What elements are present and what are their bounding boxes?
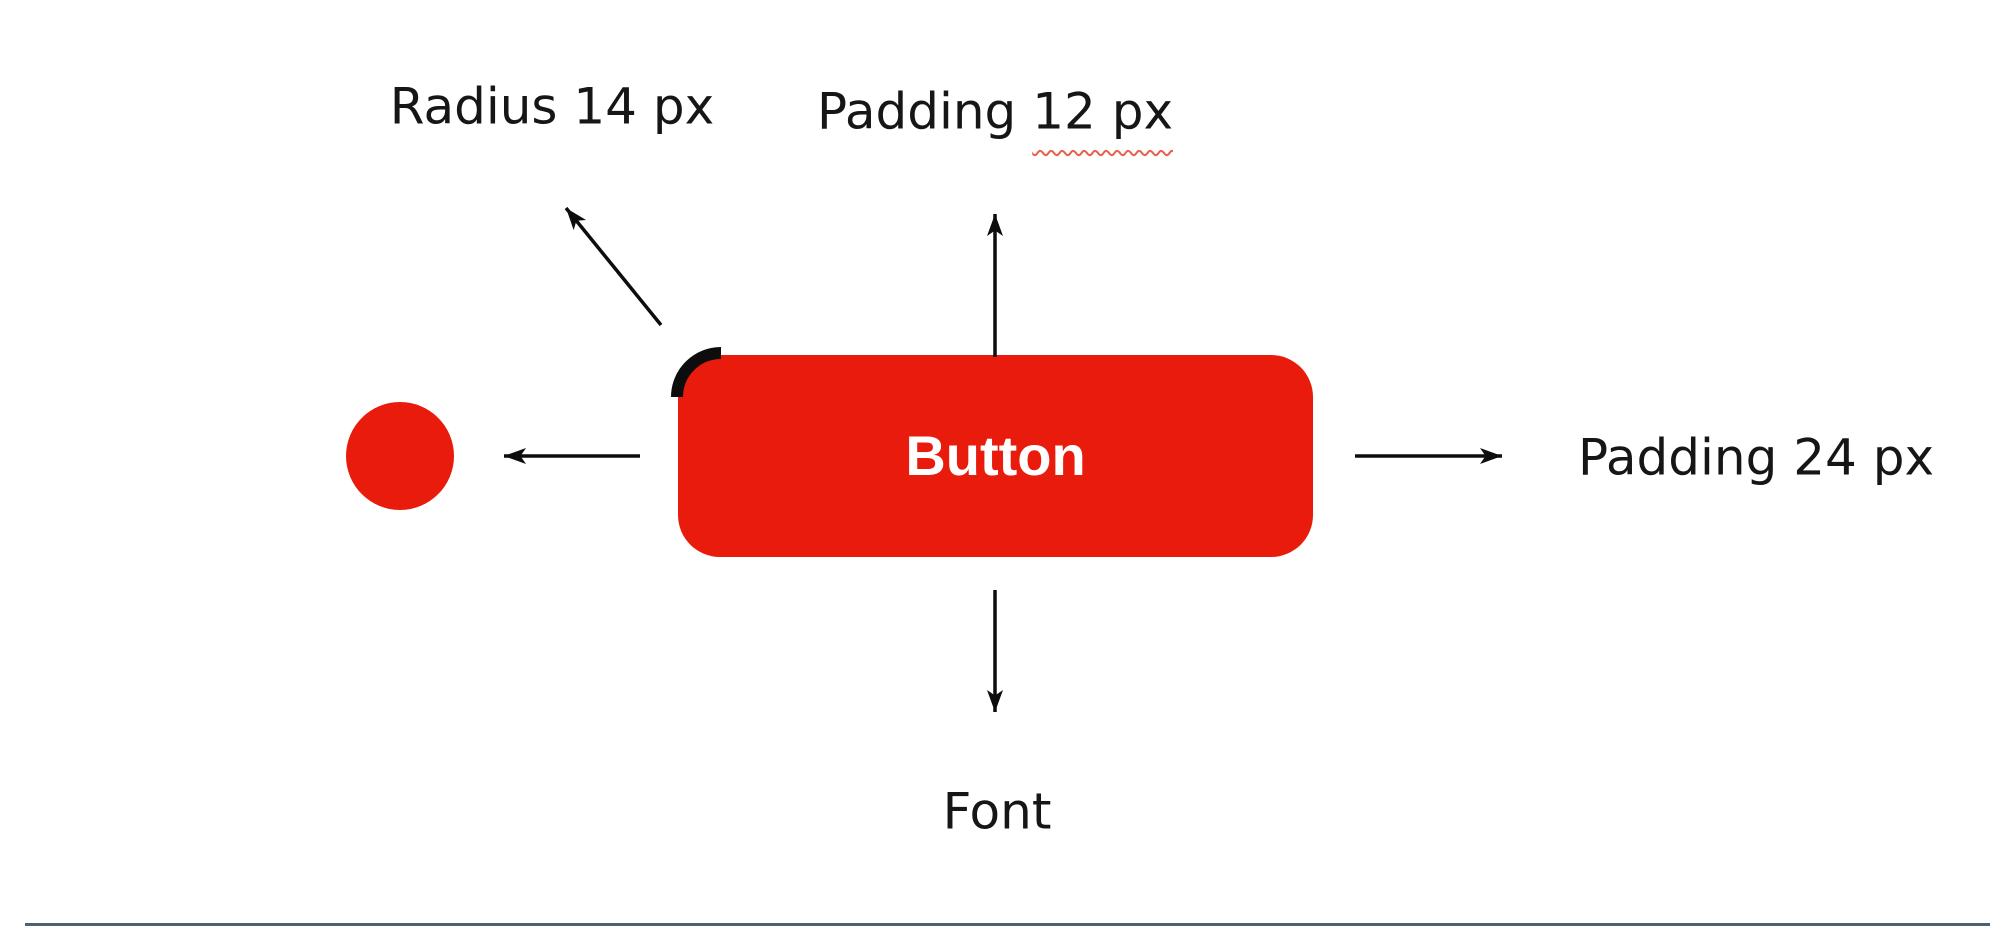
padding-top-annotation-prefix: Padding bbox=[816, 82, 1017, 141]
demo-button[interactable]: Button bbox=[678, 355, 1313, 557]
padding-top-annotation-label: Padding 12 px bbox=[816, 82, 1174, 141]
radius-arrow-icon bbox=[564, 206, 663, 327]
radius-annotation-label: Radius 14 px bbox=[389, 77, 715, 136]
padding-right-annotation-label: Padding 24 px bbox=[1578, 428, 1935, 487]
padding-top-annotation-value-underlined: 12 px bbox=[1032, 82, 1174, 141]
font-annotation-label: Font bbox=[942, 782, 1052, 841]
color-swatch-icon bbox=[346, 402, 454, 510]
bottom-divider bbox=[25, 923, 1990, 926]
demo-button-label: Button bbox=[905, 424, 1086, 487]
